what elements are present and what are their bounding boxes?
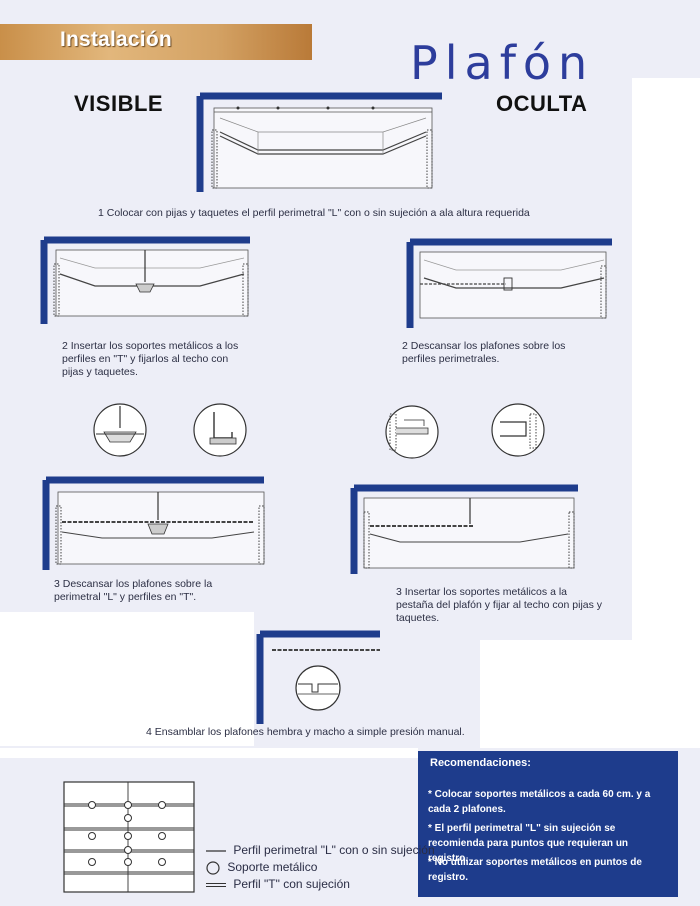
blank-strip — [0, 748, 418, 758]
diagram-step-1 — [196, 92, 442, 192]
legend-label: Perfil "T" con sujeción — [233, 877, 350, 891]
detail-visible-1 — [93, 403, 147, 457]
blank-area-left — [0, 612, 254, 746]
recommendation-item: * El perfil perimetral "L" sin sujeción … — [428, 823, 629, 864]
recommendations-title: Recomendaciones: — [430, 757, 531, 769]
recommendation-item: * Colocar soportes metálicos a cada 60 c… — [428, 789, 651, 815]
visible-heading: VISIBLE — [74, 91, 164, 116]
step-1-caption: 1 Colocar con pijas y taquetes el perfil… — [98, 207, 530, 219]
diagram-step-4 — [256, 630, 380, 724]
double-line-icon — [206, 882, 226, 887]
section-label: Instalación — [60, 28, 172, 51]
diagram-step-2-visible — [40, 236, 250, 324]
legend-item-perimetral: Perfil perimetral "L" con o sin sujeción — [206, 843, 435, 857]
circle-icon — [206, 861, 220, 875]
recommendations-box: Recomendaciones: * Colocar soportes metá… — [418, 751, 678, 897]
step-4-caption: 4 Ensamblar los plafones hembra y macho … — [146, 726, 465, 738]
ceiling-grid-plan — [63, 781, 195, 893]
detail-hidden-2 — [491, 403, 545, 457]
page-title: Plafón — [410, 36, 595, 90]
diagram-step-2-hidden — [406, 238, 612, 328]
legend-label: Perfil perimetral "L" con o sin sujeción — [233, 843, 435, 857]
legend-item-soporte: Soporte metálico — [206, 860, 317, 875]
section-banner — [0, 24, 312, 60]
blank-area-center-right — [480, 640, 700, 748]
step-2-visible-caption: 2 Insertar los soportes metálicos a los … — [62, 340, 239, 378]
detail-visible-2 — [193, 403, 247, 457]
diagram-step-3-visible — [42, 476, 265, 570]
step-2-hidden-caption: 2 Descansar los plafones sobre los perfi… — [402, 340, 566, 365]
blank-area-right — [632, 78, 700, 640]
detail-hidden-1 — [385, 405, 439, 459]
diagram-step-3-hidden — [350, 484, 578, 574]
single-line-icon — [206, 850, 226, 852]
legend-item-perfil-t: Perfil "T" con sujeción — [206, 877, 350, 891]
step-3-hidden-caption: 3 Insertar los soportes metálicos a la p… — [396, 586, 603, 624]
step-3-visible-caption: 3 Descansar los plafones sobre la perime… — [54, 578, 213, 603]
hidden-heading: OCULTA — [496, 91, 588, 116]
legend-label: Soporte metálico — [227, 860, 318, 874]
recommendation-item: * No utilizar soportes metálicos en punt… — [428, 857, 642, 883]
